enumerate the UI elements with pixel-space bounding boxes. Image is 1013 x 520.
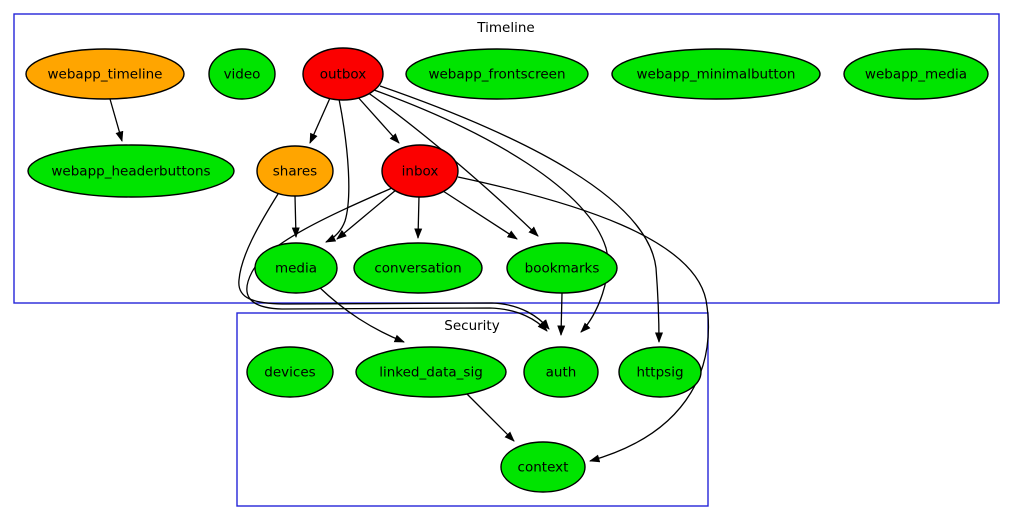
node-video: video (208, 48, 276, 100)
video-ellipse (208, 48, 276, 100)
media-ellipse (254, 242, 338, 294)
outbox-label: outbox (320, 67, 367, 83)
edge-bookmarks-auth (557, 292, 566, 336)
conversation-ellipse (353, 242, 483, 294)
node-shares: shares (256, 145, 334, 197)
devices-ellipse (246, 346, 334, 398)
webapp_minimalbutton-label: webapp_minimalbutton (637, 67, 796, 83)
media-label: media (275, 261, 317, 277)
node-webapp_frontscreen: webapp_frontscreen (405, 48, 589, 100)
webapp_media-label: webapp_media (865, 67, 967, 83)
node-devices: devices (246, 346, 334, 398)
webapp_media-ellipse (843, 48, 989, 100)
auth-ellipse (523, 346, 599, 398)
video-label: video (224, 67, 261, 83)
linked_data_sig-label: linked_data_sig (379, 365, 483, 381)
node-context: context (500, 441, 586, 493)
edge-inbox-bookmarks (442, 190, 518, 240)
edge-media-linked_data_sig (317, 285, 405, 343)
devices-label: devices (264, 365, 315, 381)
inbox-label: inbox (402, 164, 439, 180)
context-label: context (518, 460, 569, 476)
edge-outbox-httpsig (379, 85, 663, 343)
node-webapp_headerbuttons: webapp_headerbuttons (27, 144, 235, 198)
shares-ellipse (256, 145, 334, 197)
timeline-cluster-border (13, 13, 1000, 304)
edge-inbox-media (336, 189, 397, 240)
node-outbox: outbox (302, 47, 384, 101)
webapp_headerbuttons-ellipse (27, 144, 235, 198)
edge-outbox-media (325, 98, 350, 243)
webapp_frontscreen-ellipse (405, 48, 589, 100)
outbox-ellipse (302, 47, 384, 101)
cluster-security: Security (236, 312, 709, 507)
httpsig-label: httpsig (636, 365, 683, 381)
edge-inbox-auth (246, 187, 548, 332)
edge-shares-media (291, 195, 300, 238)
auth-label: auth (546, 365, 577, 381)
node-media: media (254, 242, 338, 294)
edge-webapp_timeline-webapp_headerbuttons (109, 98, 124, 142)
bookmarks-label: bookmarks (525, 261, 600, 277)
edge-inbox-conversation (414, 195, 423, 239)
edge-outbox-inbox (355, 94, 400, 144)
node-auth: auth (523, 346, 599, 398)
edges-layer (109, 85, 710, 463)
webapp_minimalbutton-ellipse (611, 48, 821, 100)
webapp_timeline-label: webapp_timeline (48, 67, 163, 83)
node-httpsig: httpsig (618, 346, 702, 398)
node-linked_data_sig: linked_data_sig (355, 346, 507, 398)
shares-label: shares (273, 164, 317, 180)
context-ellipse (500, 441, 586, 493)
webapp_frontscreen-label: webapp_frontscreen (428, 67, 565, 83)
linked_data_sig-ellipse (355, 346, 507, 398)
nodes-layer: webapp_timeline video outbox webapp_fron… (25, 47, 989, 493)
edge-shares-auth (238, 193, 550, 330)
conversation-label: conversation (374, 261, 461, 277)
node-webapp_timeline: webapp_timeline (25, 48, 185, 100)
node-webapp_media: webapp_media (843, 48, 989, 100)
webapp_timeline-ellipse (25, 48, 185, 100)
edge-inbox-context (457, 176, 710, 463)
inbox-ellipse (381, 144, 459, 198)
webapp_headerbuttons-label: webapp_headerbuttons (51, 164, 210, 180)
security-cluster-label: Security (444, 318, 499, 334)
node-webapp_minimalbutton: webapp_minimalbutton (611, 48, 821, 100)
edge-outbox-shares (309, 97, 331, 144)
node-inbox: inbox (381, 144, 459, 198)
cluster-timeline: Timeline (13, 13, 1000, 304)
node-bookmarks: bookmarks (506, 242, 618, 294)
httpsig-ellipse (618, 346, 702, 398)
bookmarks-ellipse (506, 242, 618, 294)
node-conversation: conversation (353, 242, 483, 294)
edge-outbox-bookmarks (366, 91, 539, 237)
timeline-cluster-label: Timeline (476, 20, 534, 36)
security-cluster-border (236, 312, 709, 507)
edge-linked_data_sig-context (466, 393, 515, 442)
edge-outbox-auth (373, 89, 609, 333)
